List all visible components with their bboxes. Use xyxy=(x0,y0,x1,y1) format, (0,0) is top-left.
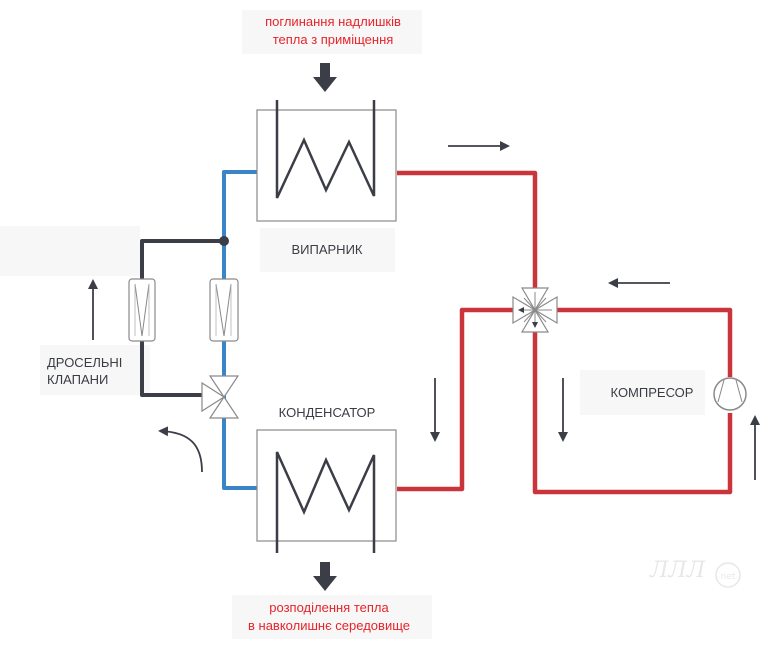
throttle-label-line1: ДРОСЕЛЬНІ xyxy=(47,355,122,370)
three-way-valve xyxy=(201,375,240,419)
compressor-label-panel xyxy=(580,370,705,415)
compressor xyxy=(713,377,747,411)
bottom-caption-line2: в навколишнє середовище xyxy=(248,618,410,633)
evaporator-label: ВИПАРНИК xyxy=(291,242,362,257)
flow-arrows xyxy=(88,141,760,480)
left-panel xyxy=(0,226,140,276)
svg-text:net: net xyxy=(721,572,736,582)
condenser-label: КОНДЕНСАТОР xyxy=(279,405,376,420)
top-caption-line2: тепла з приміщення xyxy=(273,32,394,47)
top-caption-panel xyxy=(242,10,422,54)
throttle-valve-1 xyxy=(128,278,156,342)
condenser xyxy=(256,429,397,553)
throttle-label-panel xyxy=(40,345,150,395)
throttle-label-line2: КЛАПАНИ xyxy=(47,372,108,387)
junction-node xyxy=(219,236,229,246)
watermark-text: ЛЛЛ xyxy=(649,558,706,583)
bottom-caption-panel xyxy=(232,595,432,639)
top-caption-line1: поглинання надлишків xyxy=(265,14,401,29)
evaporator xyxy=(256,100,397,222)
heat-in-arrow-icon xyxy=(313,63,337,92)
watermark-logo: ЛЛЛ net xyxy=(649,558,741,588)
heat-out-arrow-icon xyxy=(313,562,337,591)
compressor-label: КОМПРЕСОР xyxy=(611,385,694,400)
hot-line xyxy=(397,170,733,495)
bottom-caption-line1: розподілення тепла xyxy=(269,600,389,615)
four-way-valve xyxy=(512,287,558,333)
throttle-valve-2 xyxy=(209,278,239,342)
curved-arrow-icon xyxy=(158,426,203,473)
evaporator-label-panel xyxy=(260,228,395,272)
